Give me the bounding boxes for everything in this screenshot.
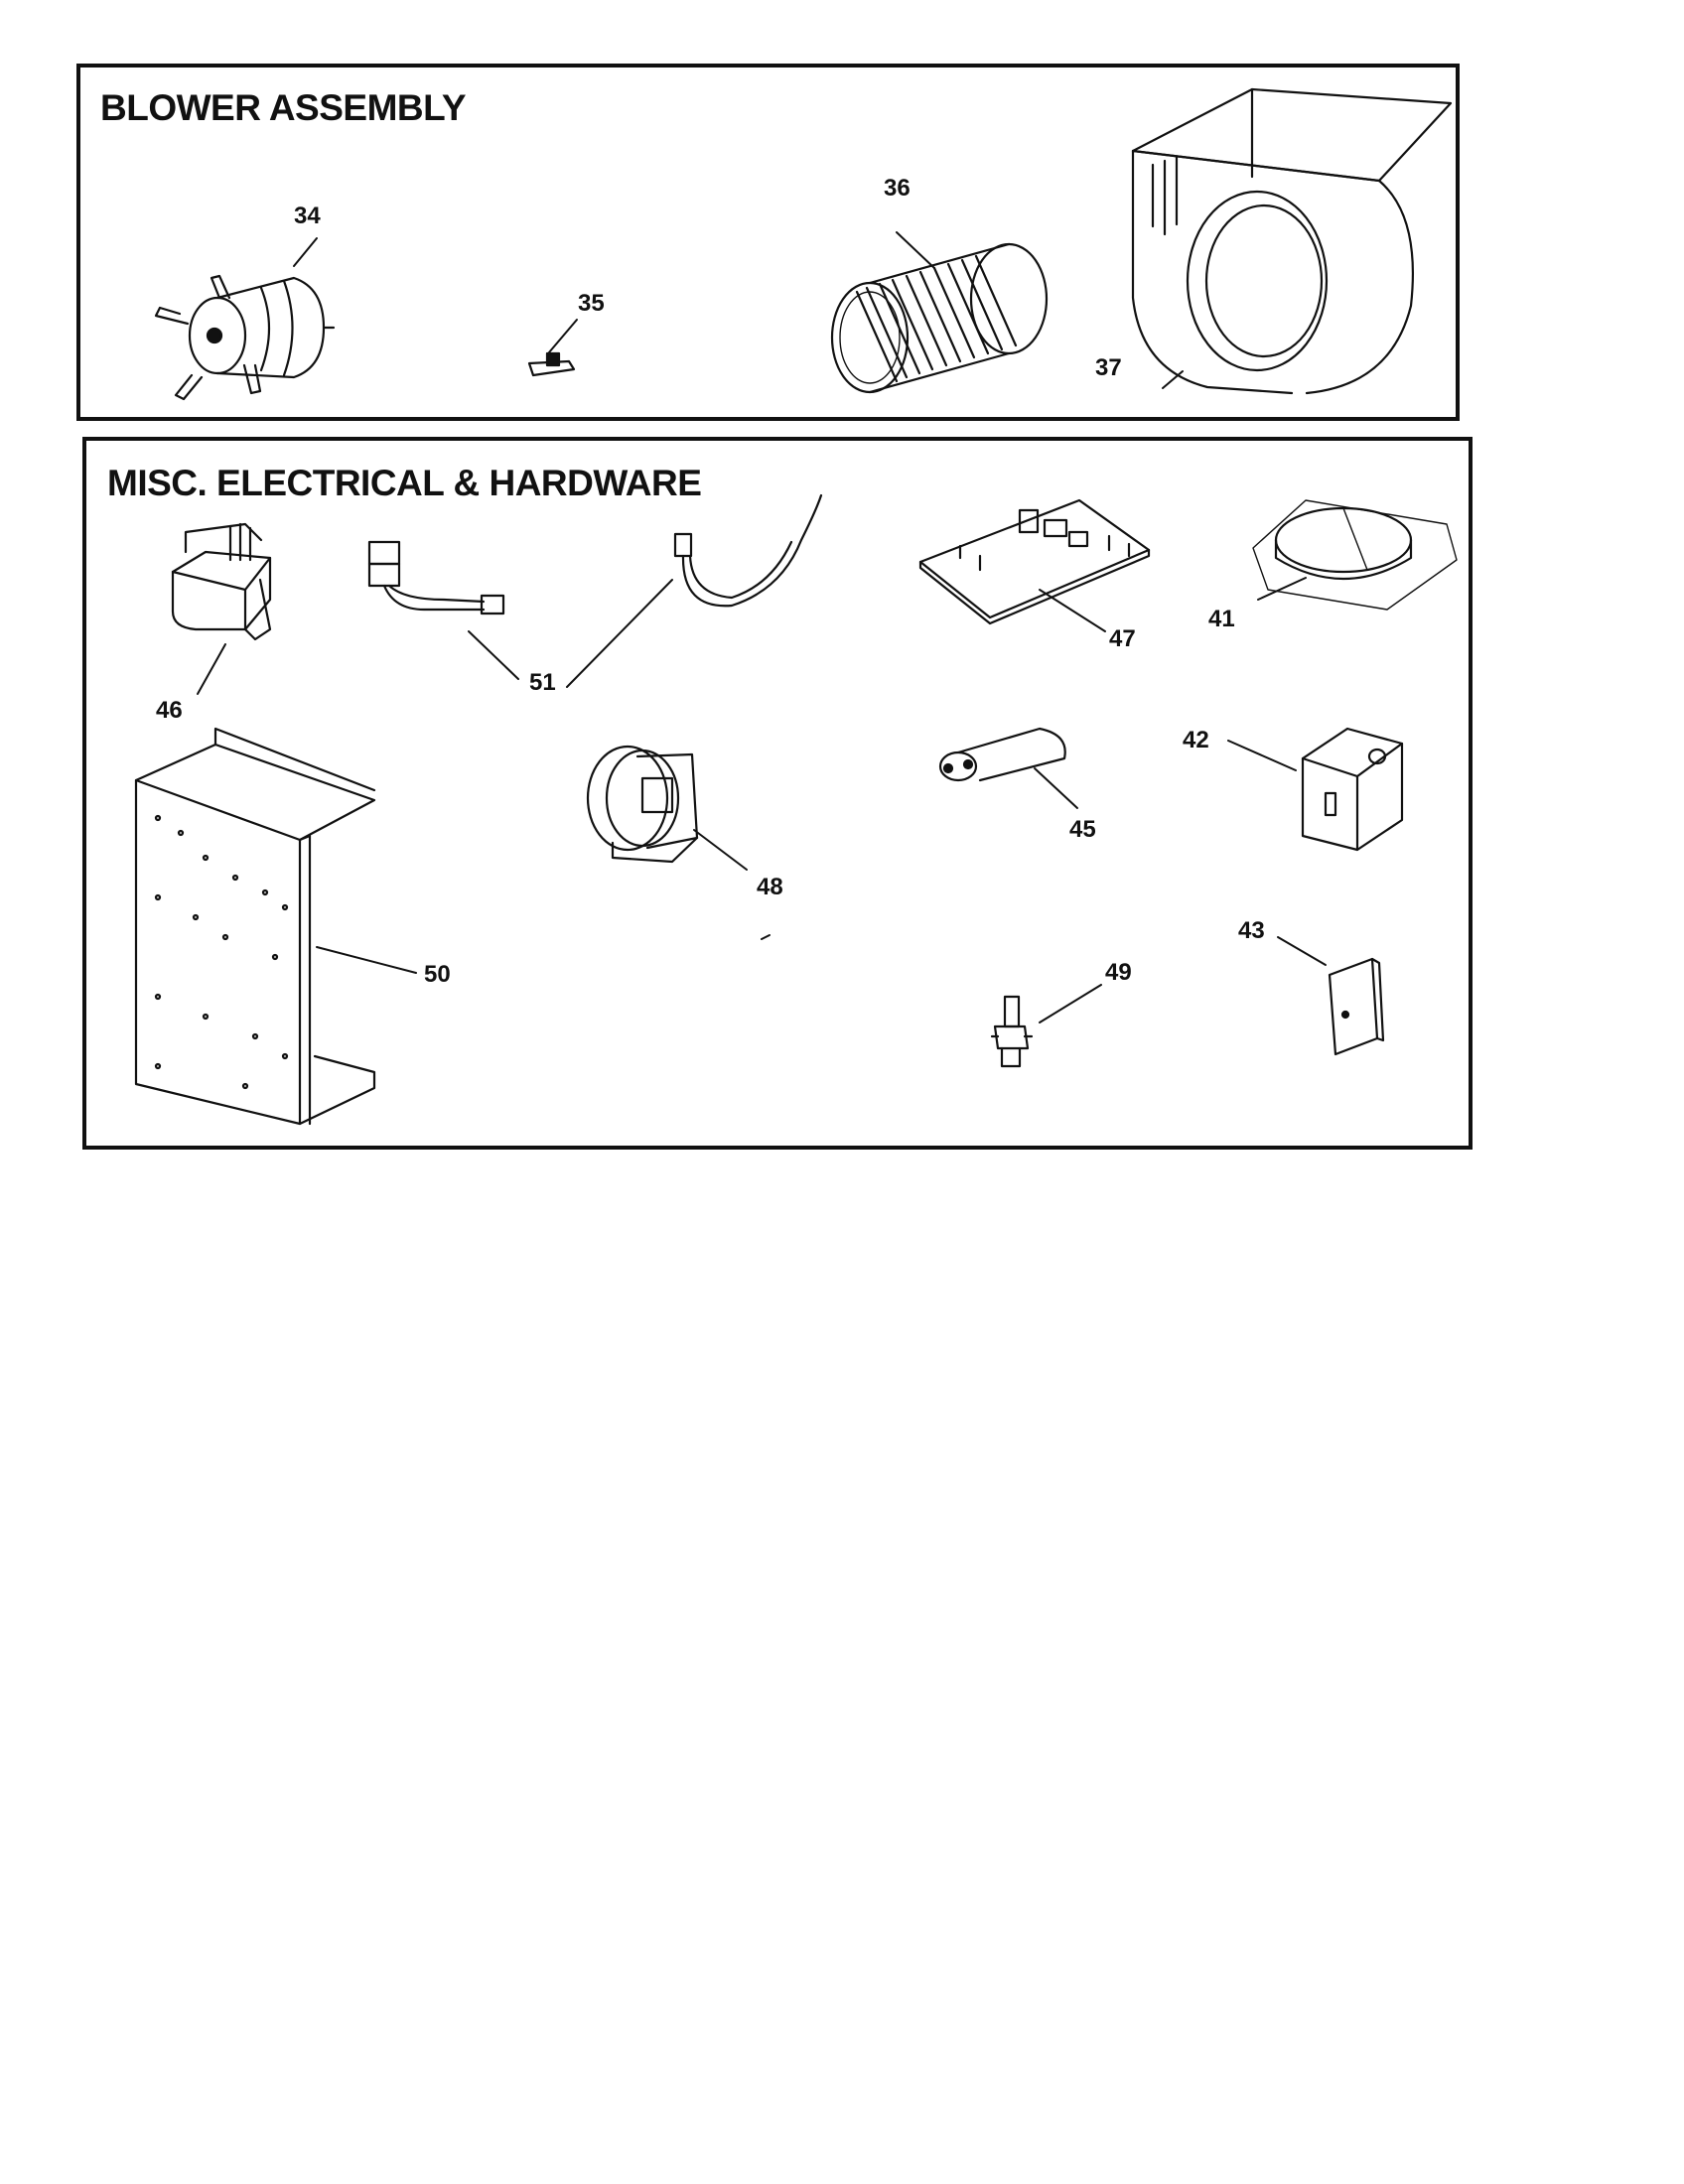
part-label-47: 47	[1109, 625, 1136, 652]
junction-box-part-42	[1227, 727, 1404, 852]
part-label-51: 51	[529, 669, 556, 696]
blower-assembly-title: BLOWER ASSEMBLY	[100, 87, 467, 128]
transformer-part-46	[171, 522, 272, 695]
part-label-42: 42	[1183, 727, 1209, 753]
misc-electrical-hardware-title: MISC. ELECTRICAL & HARDWARE	[107, 463, 702, 503]
box-cover-part-43	[1277, 936, 1385, 1056]
blower-assembly-panel: BLOWER ASSEMBLY	[76, 64, 1460, 421]
part-label-41: 41	[1208, 606, 1235, 632]
blower-motor-part-34	[154, 237, 336, 401]
blower-wheel-part-36	[830, 231, 1049, 394]
clip-part-35	[527, 319, 578, 377]
limit-switch-part-49	[990, 984, 1102, 1068]
flue-collar-part-41	[1252, 499, 1458, 611]
part-label-37: 37	[1095, 354, 1122, 381]
pressure-switch-part-48	[586, 745, 771, 940]
part-label-45: 45	[1069, 816, 1096, 843]
part-label-36: 36	[884, 175, 911, 202]
part-label-49: 49	[1105, 959, 1132, 986]
capacitor-part-45	[938, 727, 1078, 809]
part-label-46: 46	[156, 697, 183, 724]
blower-assembly-drawing	[154, 87, 1453, 401]
part-label-43: 43	[1238, 917, 1265, 944]
control-board-part-47	[918, 498, 1151, 632]
cabinet-panel-part-50	[134, 727, 417, 1126]
part-label-50: 50	[424, 961, 451, 988]
blower-housing-part-37	[1131, 87, 1453, 395]
wire-harness-part-51-b	[566, 493, 823, 688]
part-label-48: 48	[757, 874, 783, 900]
misc-electrical-hardware-drawing	[134, 493, 1458, 1126]
wire-harness-part-51-a	[367, 540, 519, 680]
part-label-35: 35	[578, 290, 605, 317]
part-label-34: 34	[294, 203, 321, 229]
misc-electrical-hardware-panel: MISC. ELECTRICAL & HARDWARE	[82, 437, 1473, 1150]
